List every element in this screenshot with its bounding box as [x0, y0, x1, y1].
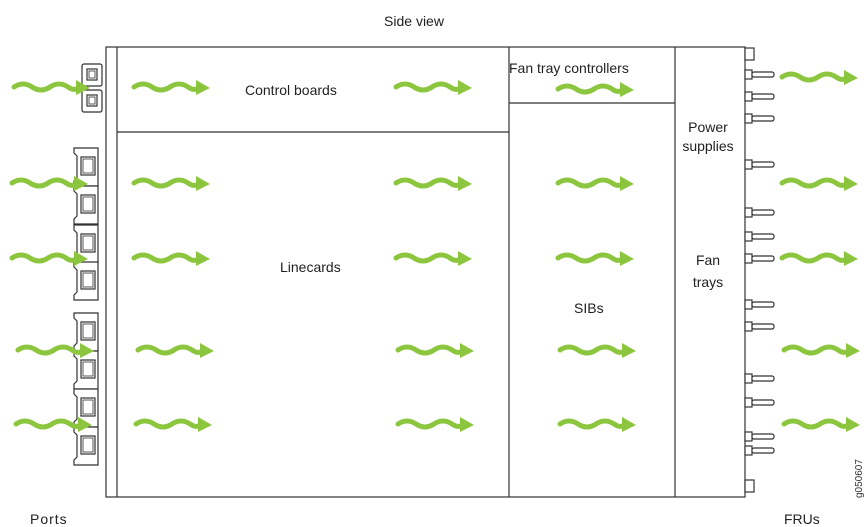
figure-id-label: g050607 [854, 459, 865, 498]
port-connector-icon [73, 426, 99, 466]
linecards-label: Linecards [280, 259, 341, 275]
airflow-arrow-icon [782, 70, 858, 85]
front-ports [73, 63, 103, 466]
fan-trays-label-line2: trays [693, 274, 723, 290]
fru-handle-icon [744, 321, 775, 332]
airflow-arrow-icon [782, 176, 858, 191]
airflow-arrow-icon [18, 343, 94, 358]
diagram-title: Side view [384, 13, 445, 29]
port-connector-icon [73, 350, 99, 390]
port-connector-icon [73, 388, 99, 428]
frus-label: FRUs [784, 511, 820, 527]
fru-handle-icon [744, 113, 775, 124]
airflow-arrow-icon [12, 176, 88, 191]
fru-handle-icon [744, 69, 775, 80]
port-connector-icon [73, 312, 99, 352]
airflow-arrow-icon [782, 251, 858, 266]
rear-fru-handles [744, 47, 775, 493]
fru-handle-icon [744, 431, 775, 442]
port-connector-icon [73, 185, 99, 225]
airflow-arrow-icon [784, 417, 860, 432]
fru-handle-icon [744, 207, 775, 218]
power-supplies-label-line1: Power [688, 119, 728, 135]
control-boards-label: Control boards [245, 82, 337, 98]
chassis-outline [105, 46, 746, 498]
fru-handle-icon [744, 159, 775, 170]
fru-handle-icon [744, 299, 775, 310]
fru-handle-icon [744, 231, 775, 242]
fru-handle-icon [744, 373, 775, 384]
airflow-arrow-icon [784, 343, 860, 358]
airflow-arrow-icon [14, 80, 90, 95]
airflow-arrow-icon [12, 251, 88, 266]
fan-trays-label-line1: Fan [696, 252, 720, 268]
port-connector-icon [81, 63, 103, 87]
port-connector-icon [81, 89, 103, 113]
power-supplies-label-line2: supplies [682, 138, 733, 154]
ports-label: Ports [30, 511, 68, 527]
fru-handle-icon [744, 445, 775, 456]
port-connector-icon [73, 261, 99, 301]
fru-handle-icon [744, 253, 775, 264]
sibs-label: SIBs [574, 300, 604, 316]
fru-latch [744, 479, 755, 493]
fan-tray-controllers-label: Fan tray controllers [509, 60, 629, 76]
fru-handle-icon [744, 397, 775, 408]
fru-handle-icon [744, 91, 775, 102]
airflow-arrow-icon [16, 417, 92, 432]
fru-latch [744, 47, 755, 61]
